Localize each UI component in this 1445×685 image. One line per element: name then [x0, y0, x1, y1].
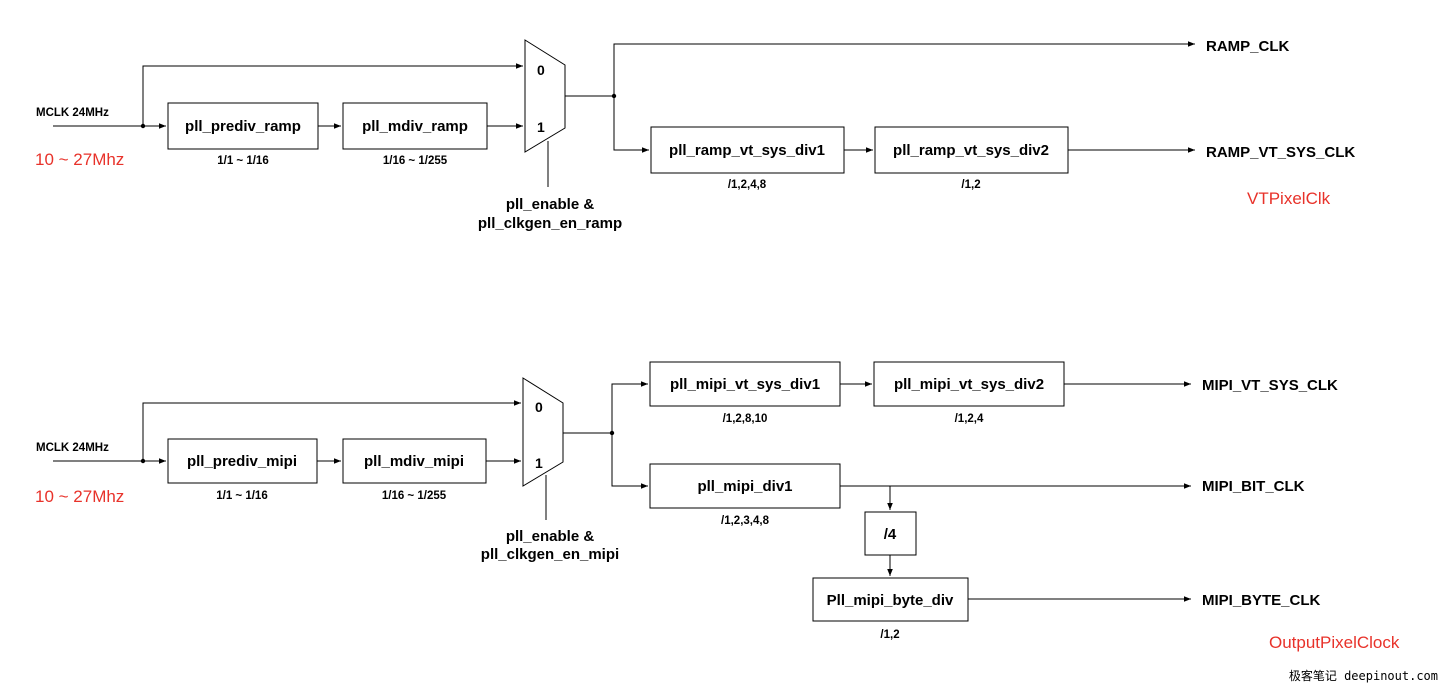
ramp-bypass-wire — [142, 63, 523, 126]
watermark: 极客笔记 deepinout.com — [1289, 668, 1438, 683]
mipi-input-label: MCLK 24MHz — [36, 442, 109, 454]
ramp-mux — [524, 39, 566, 153]
pll-mipi-div1-range: /1,2,3,4,8 — [721, 515, 770, 527]
mipi-to-vt-div1-wire — [611, 381, 648, 433]
mipi-mux-in1: 1 — [535, 455, 543, 471]
pll-ramp-vt-sys-div1-range: /1,2,4,8 — [728, 179, 767, 191]
mipi-to-div1-wire — [611, 433, 648, 489]
pll-ramp-vt-sys-div1-box — [650, 126, 845, 174]
pll-mdiv-ramp-label: pll_mdiv_ramp — [362, 118, 468, 135]
output-pixel-clock-annotation: OutputPixelClock — [1269, 633, 1400, 652]
pll-mipi-vt-sys-div2-box — [873, 361, 1065, 407]
pll-mdiv-ramp-range: 1/16 ~ 1/255 — [383, 155, 448, 167]
ramp-input-label: MCLK 24MHz — [36, 107, 109, 119]
mipi-bit-clk-output-label: MIPI_BIT_CLK — [1202, 478, 1305, 495]
ramp-mux-control-line2: pll_clkgen_en_ramp — [478, 215, 622, 232]
pll-mipi-byte-div-range: /1,2 — [880, 629, 899, 641]
mipi-bypass-wire — [142, 400, 521, 461]
ramp-mux-in1: 1 — [537, 119, 545, 135]
mipi-mux-control-line1: pll_enable & — [506, 528, 595, 545]
ramp-to-vt-div1-wire — [613, 96, 649, 153]
pll-mipi-vt-sys-div1-range: /1,2,8,10 — [723, 413, 768, 425]
pll-mipi-vt-sys-div1-box — [649, 361, 841, 407]
mipi-vt-sys-clk-output-label: MIPI_VT_SYS_CLK — [1202, 377, 1338, 394]
mipi-pll-section: MCLK 24MHz 10 ~ 27Mhz pll_prediv_mipi 1/… — [35, 361, 1400, 652]
vt-pixel-clk-annotation: VTPixelClk — [1247, 189, 1331, 208]
pll-mdiv-mipi-label: pll_mdiv_mipi — [364, 453, 464, 470]
mipi-input-range: 10 ~ 27Mhz — [35, 487, 124, 506]
pll-mipi-vt-sys-div1-label: pll_mipi_vt_sys_div1 — [670, 376, 820, 393]
mipi-mux-in0: 0 — [535, 399, 543, 415]
pll-mipi-byte-div-label: Pll_mipi_byte_div — [827, 592, 954, 609]
div4-label: /4 — [884, 526, 897, 543]
ramp-pll-section: MCLK 24MHz 10 ~ 27Mhz pll_prediv_ramp 1/… — [35, 38, 1355, 232]
pll-ramp-vt-sys-div2-label: pll_ramp_vt_sys_div2 — [893, 142, 1049, 159]
pll-mipi-div1-label: pll_mipi_div1 — [697, 478, 792, 495]
pll-prediv-ramp-label: pll_prediv_ramp — [185, 118, 301, 135]
ramp-clk-wire — [613, 41, 1195, 96]
pll-mdiv-mipi-range: 1/16 ~ 1/255 — [382, 490, 447, 502]
mipi-mux — [522, 377, 564, 487]
ramp-mux-control-line1: pll_enable & — [506, 196, 595, 213]
ramp-clk-output-label: RAMP_CLK — [1206, 38, 1290, 55]
pll-mipi-vt-sys-div2-range: /1,2,4 — [955, 413, 984, 425]
pll-prediv-mipi-range: 1/1 ~ 1/16 — [216, 490, 267, 502]
pll-prediv-mipi-label: pll_prediv_mipi — [187, 453, 297, 470]
ramp-input-range: 10 ~ 27Mhz — [35, 150, 124, 169]
pll-mipi-div1-box — [649, 463, 841, 509]
pll-ramp-vt-sys-div2-box — [874, 126, 1069, 174]
pll-mdiv-mipi-box — [342, 438, 487, 484]
mipi-byte-clk-output-label: MIPI_BYTE_CLK — [1202, 592, 1321, 609]
pll-prediv-ramp-range: 1/1 ~ 1/16 — [217, 155, 268, 167]
pll-mipi-vt-sys-div2-label: pll_mipi_vt_sys_div2 — [894, 376, 1044, 393]
pll-ramp-vt-sys-div2-range: /1,2 — [961, 179, 980, 191]
mipi-mux-control-line2: pll_clkgen_en_mipi — [481, 546, 619, 563]
ramp-mux-in0: 0 — [537, 62, 545, 78]
pll-prediv-ramp-box — [167, 102, 319, 150]
div4-box — [864, 511, 917, 556]
ramp-vt-sys-clk-output-label: RAMP_VT_SYS_CLK — [1206, 144, 1355, 161]
pll-ramp-vt-sys-div1-label: pll_ramp_vt_sys_div1 — [669, 142, 825, 159]
